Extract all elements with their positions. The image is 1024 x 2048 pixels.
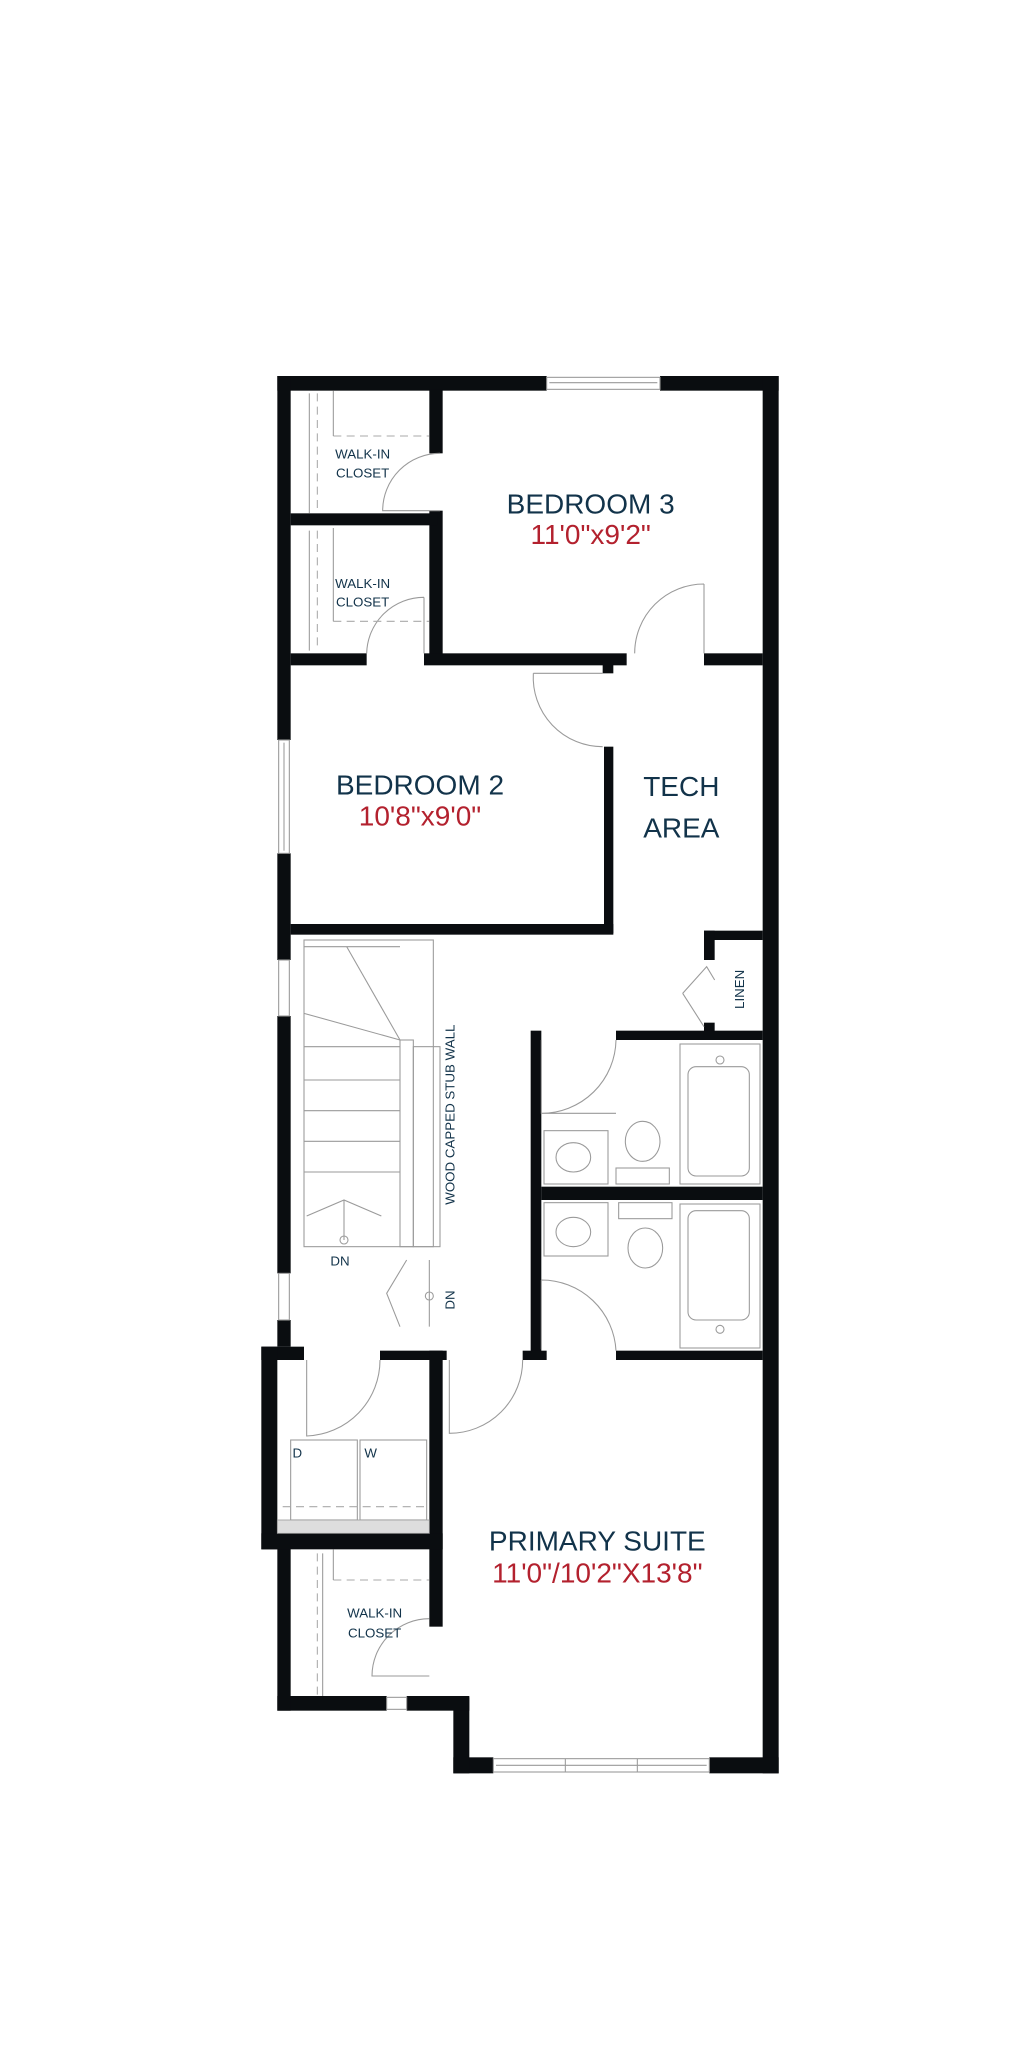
bedroom2-dims: 10'8"x9'0" [359,800,481,831]
primary-suite-name: PRIMARY SUITE [489,1526,706,1557]
window-closet [386,1696,408,1710]
tech-area-line1: TECH [643,771,719,802]
linen-label: LINEN [732,970,747,1009]
closet-upper-label: WALK-IN [335,447,390,462]
washer-label: W [364,1445,377,1460]
bath-fixtures [543,1043,761,1349]
closet-middle-label2: CLOSET [336,595,389,610]
stub-wall-label: WOOD CAPPED STUB WALL [443,1025,458,1205]
closet-middle-label: WALK-IN [335,576,390,591]
windows [278,376,710,1773]
closet-primary-label: WALK-IN [347,1605,402,1620]
stair-dn-label: DN [330,1253,349,1268]
window-stair [278,959,290,1017]
doors [306,452,716,1677]
laundry [276,1439,430,1534]
interior-walls [261,389,763,1627]
exterior-walls [261,376,779,1774]
stair-dn-label-2: DN [443,1290,458,1309]
window-bedroom3 [546,376,661,390]
staircase [303,939,441,1327]
closet-shelving [308,390,430,1696]
window-stair-lower [278,1272,290,1321]
bedroom2-name: BEDROOM 2 [336,770,504,801]
primary-suite-dims: 11'0"/10'2"X13'8" [492,1558,702,1589]
closet-upper-label2: CLOSET [336,465,389,480]
tech-area-line2: AREA [643,812,720,843]
closet-primary-label2: CLOSET [348,1625,401,1640]
bedroom3-name: BEDROOM 3 [507,488,675,519]
bedroom3-dims: 11'0"x9'2" [530,519,650,550]
dryer-label: D [293,1445,303,1460]
